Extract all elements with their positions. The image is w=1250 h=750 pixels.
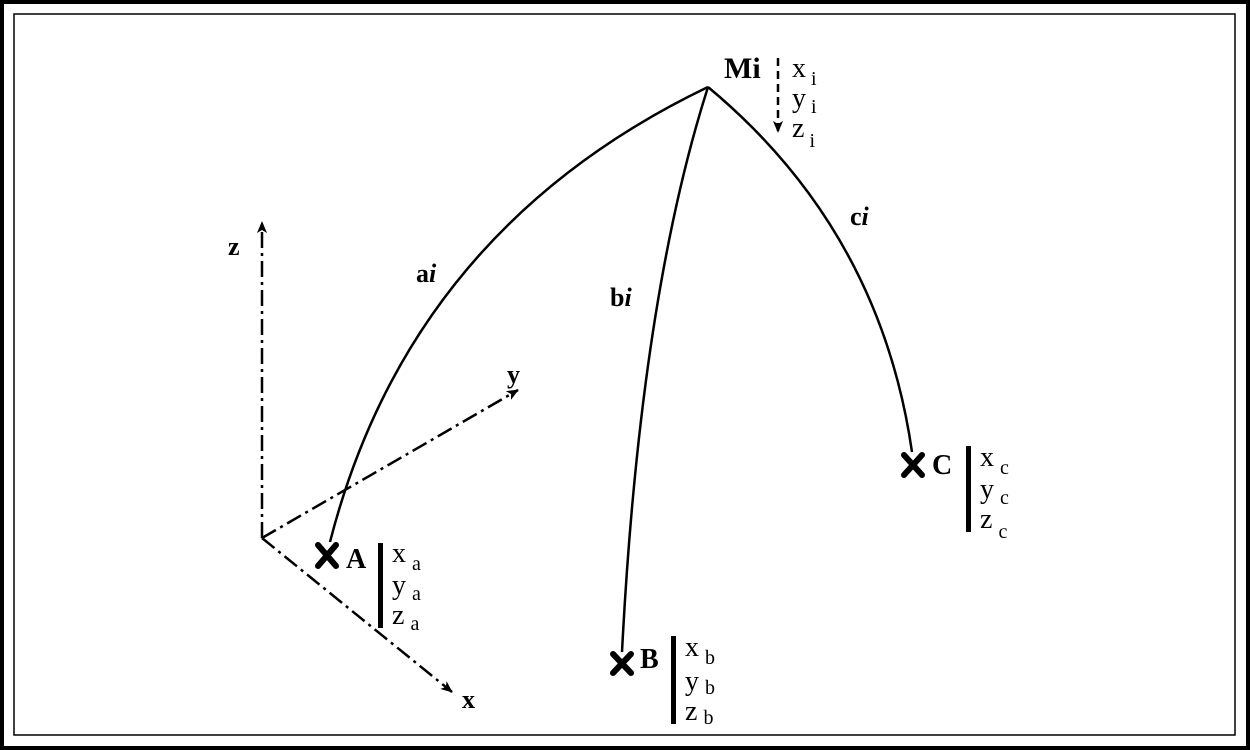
y-axis-label: y xyxy=(507,360,520,389)
point-b-marker-icon xyxy=(610,651,634,676)
point-c-marker-icon xyxy=(901,452,925,478)
point-c-label: C xyxy=(932,450,952,481)
point-b-bar xyxy=(671,636,676,724)
point-m-label: Mi xyxy=(724,52,761,85)
x-axis-label: x xyxy=(462,685,475,714)
range-label-b: bi xyxy=(610,283,632,312)
z-axis-label: z xyxy=(228,232,240,261)
range-arc-a xyxy=(328,85,709,543)
range-arc-c xyxy=(707,86,914,453)
range-label-a: ai xyxy=(416,259,437,288)
range-arc-b xyxy=(620,86,710,653)
y-axis xyxy=(261,388,519,540)
point-a-label: A xyxy=(346,544,367,575)
point-a-bar xyxy=(378,543,383,628)
point-c-bar xyxy=(966,446,971,532)
x-axis xyxy=(261,537,453,693)
coordinate-axes: z y x xyxy=(228,221,520,714)
range-label-c: ci xyxy=(850,202,870,231)
inner-frame xyxy=(13,13,1236,736)
point-b-label: B xyxy=(640,644,659,675)
point-a-marker-icon xyxy=(315,542,339,569)
